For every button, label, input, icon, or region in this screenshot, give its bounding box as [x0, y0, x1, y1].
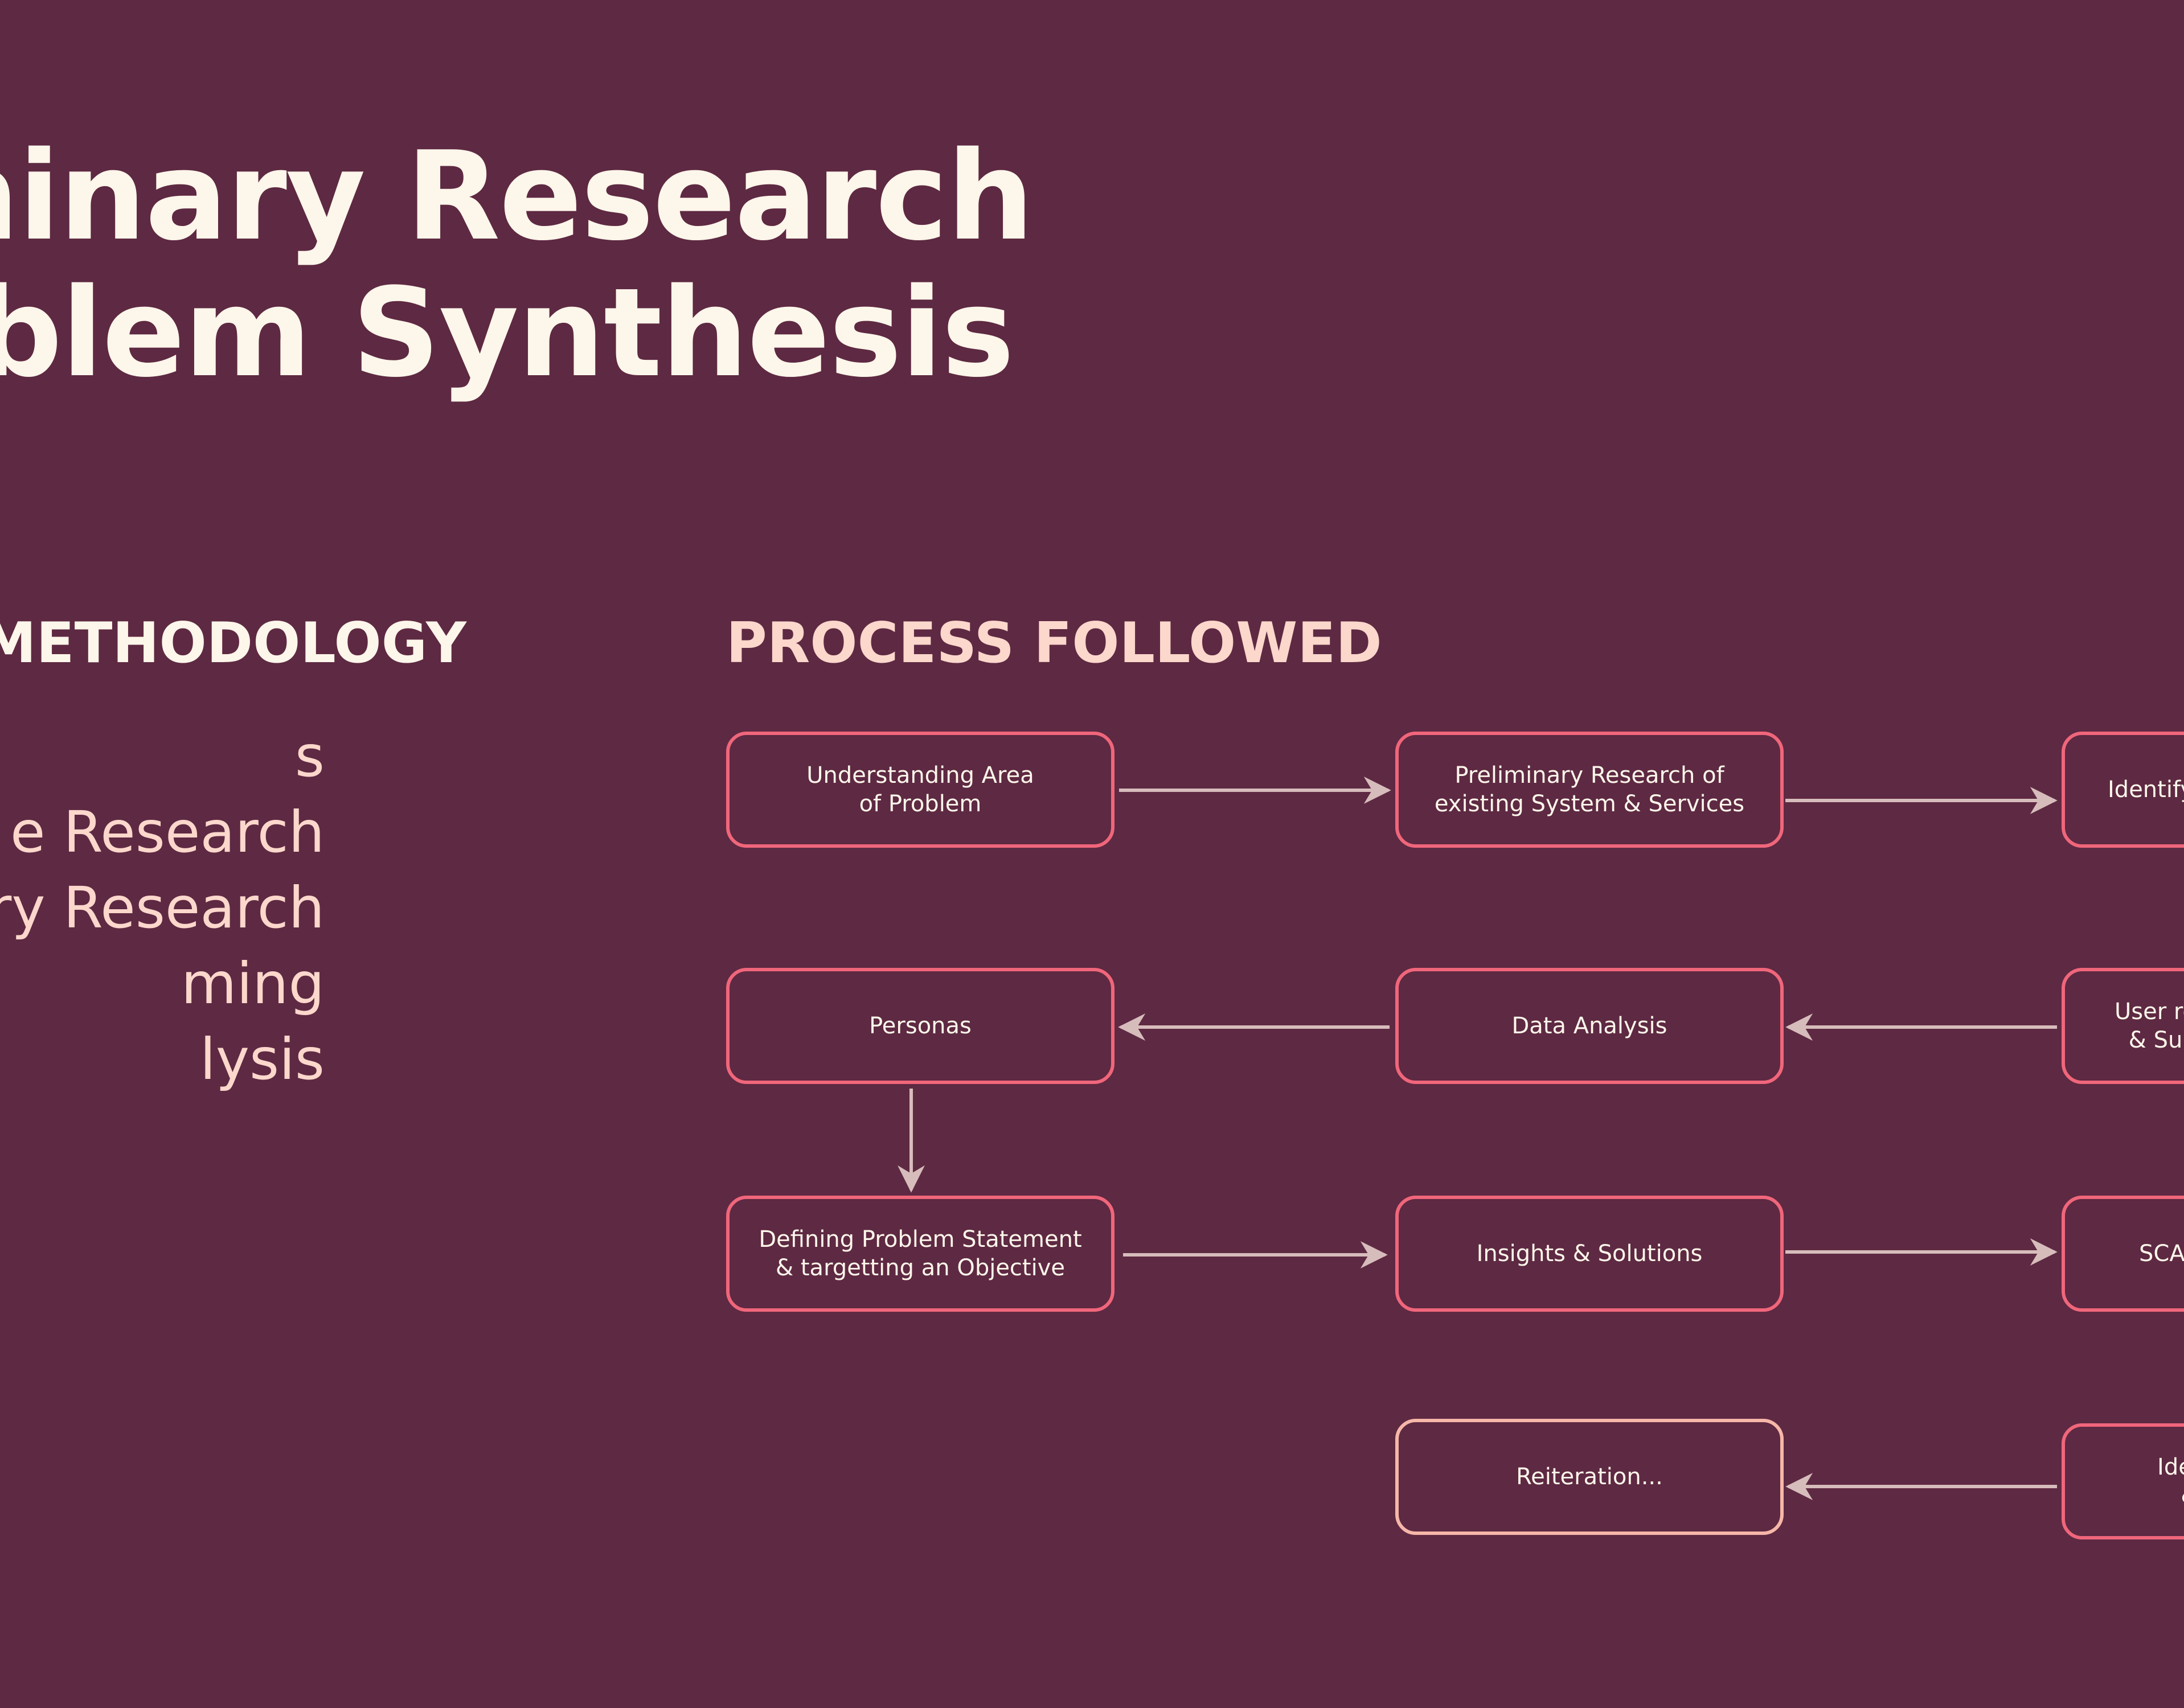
node-preliminary-research: Preliminary Research of existing System … [1395, 732, 1784, 848]
page-title: minary Research oblem Synthesis [0, 125, 1034, 404]
node-data-analysis: Data Analysis [1395, 968, 1784, 1084]
node-personas: Personas [726, 968, 1114, 1084]
methodology-item: e Research [10, 799, 325, 865]
node-user-research: User re & Su [2062, 968, 2184, 1084]
process-heading: PROCESS FOLLOWED [726, 611, 1382, 676]
node-defining-problem: Defining Problem Statement & targetting … [726, 1196, 1114, 1312]
methodology-list: s e Research ry Research ming lysis [0, 718, 325, 1097]
node-reiteration: Reiteration... [1395, 1419, 1784, 1535]
node-insights-solutions: Insights & Solutions [1395, 1196, 1784, 1312]
node-scamper: SCAMPE [2062, 1196, 2184, 1312]
node-identify: Identify [2062, 732, 2184, 848]
page-title-line-2: oblem Synthesis [0, 261, 1014, 404]
methodology-item: lysis [200, 1026, 325, 1093]
page-title-line-1: minary Research [0, 125, 1034, 268]
methodology-item: ming [181, 950, 325, 1017]
methodology-heading: H METHODOLOGY [0, 611, 466, 676]
methodology-item: ry Research [0, 874, 325, 941]
methodology-item: s [294, 723, 325, 790]
node-understanding-area: Understanding Area of Problem [726, 732, 1114, 848]
node-identification: Identi & [2062, 1423, 2184, 1539]
